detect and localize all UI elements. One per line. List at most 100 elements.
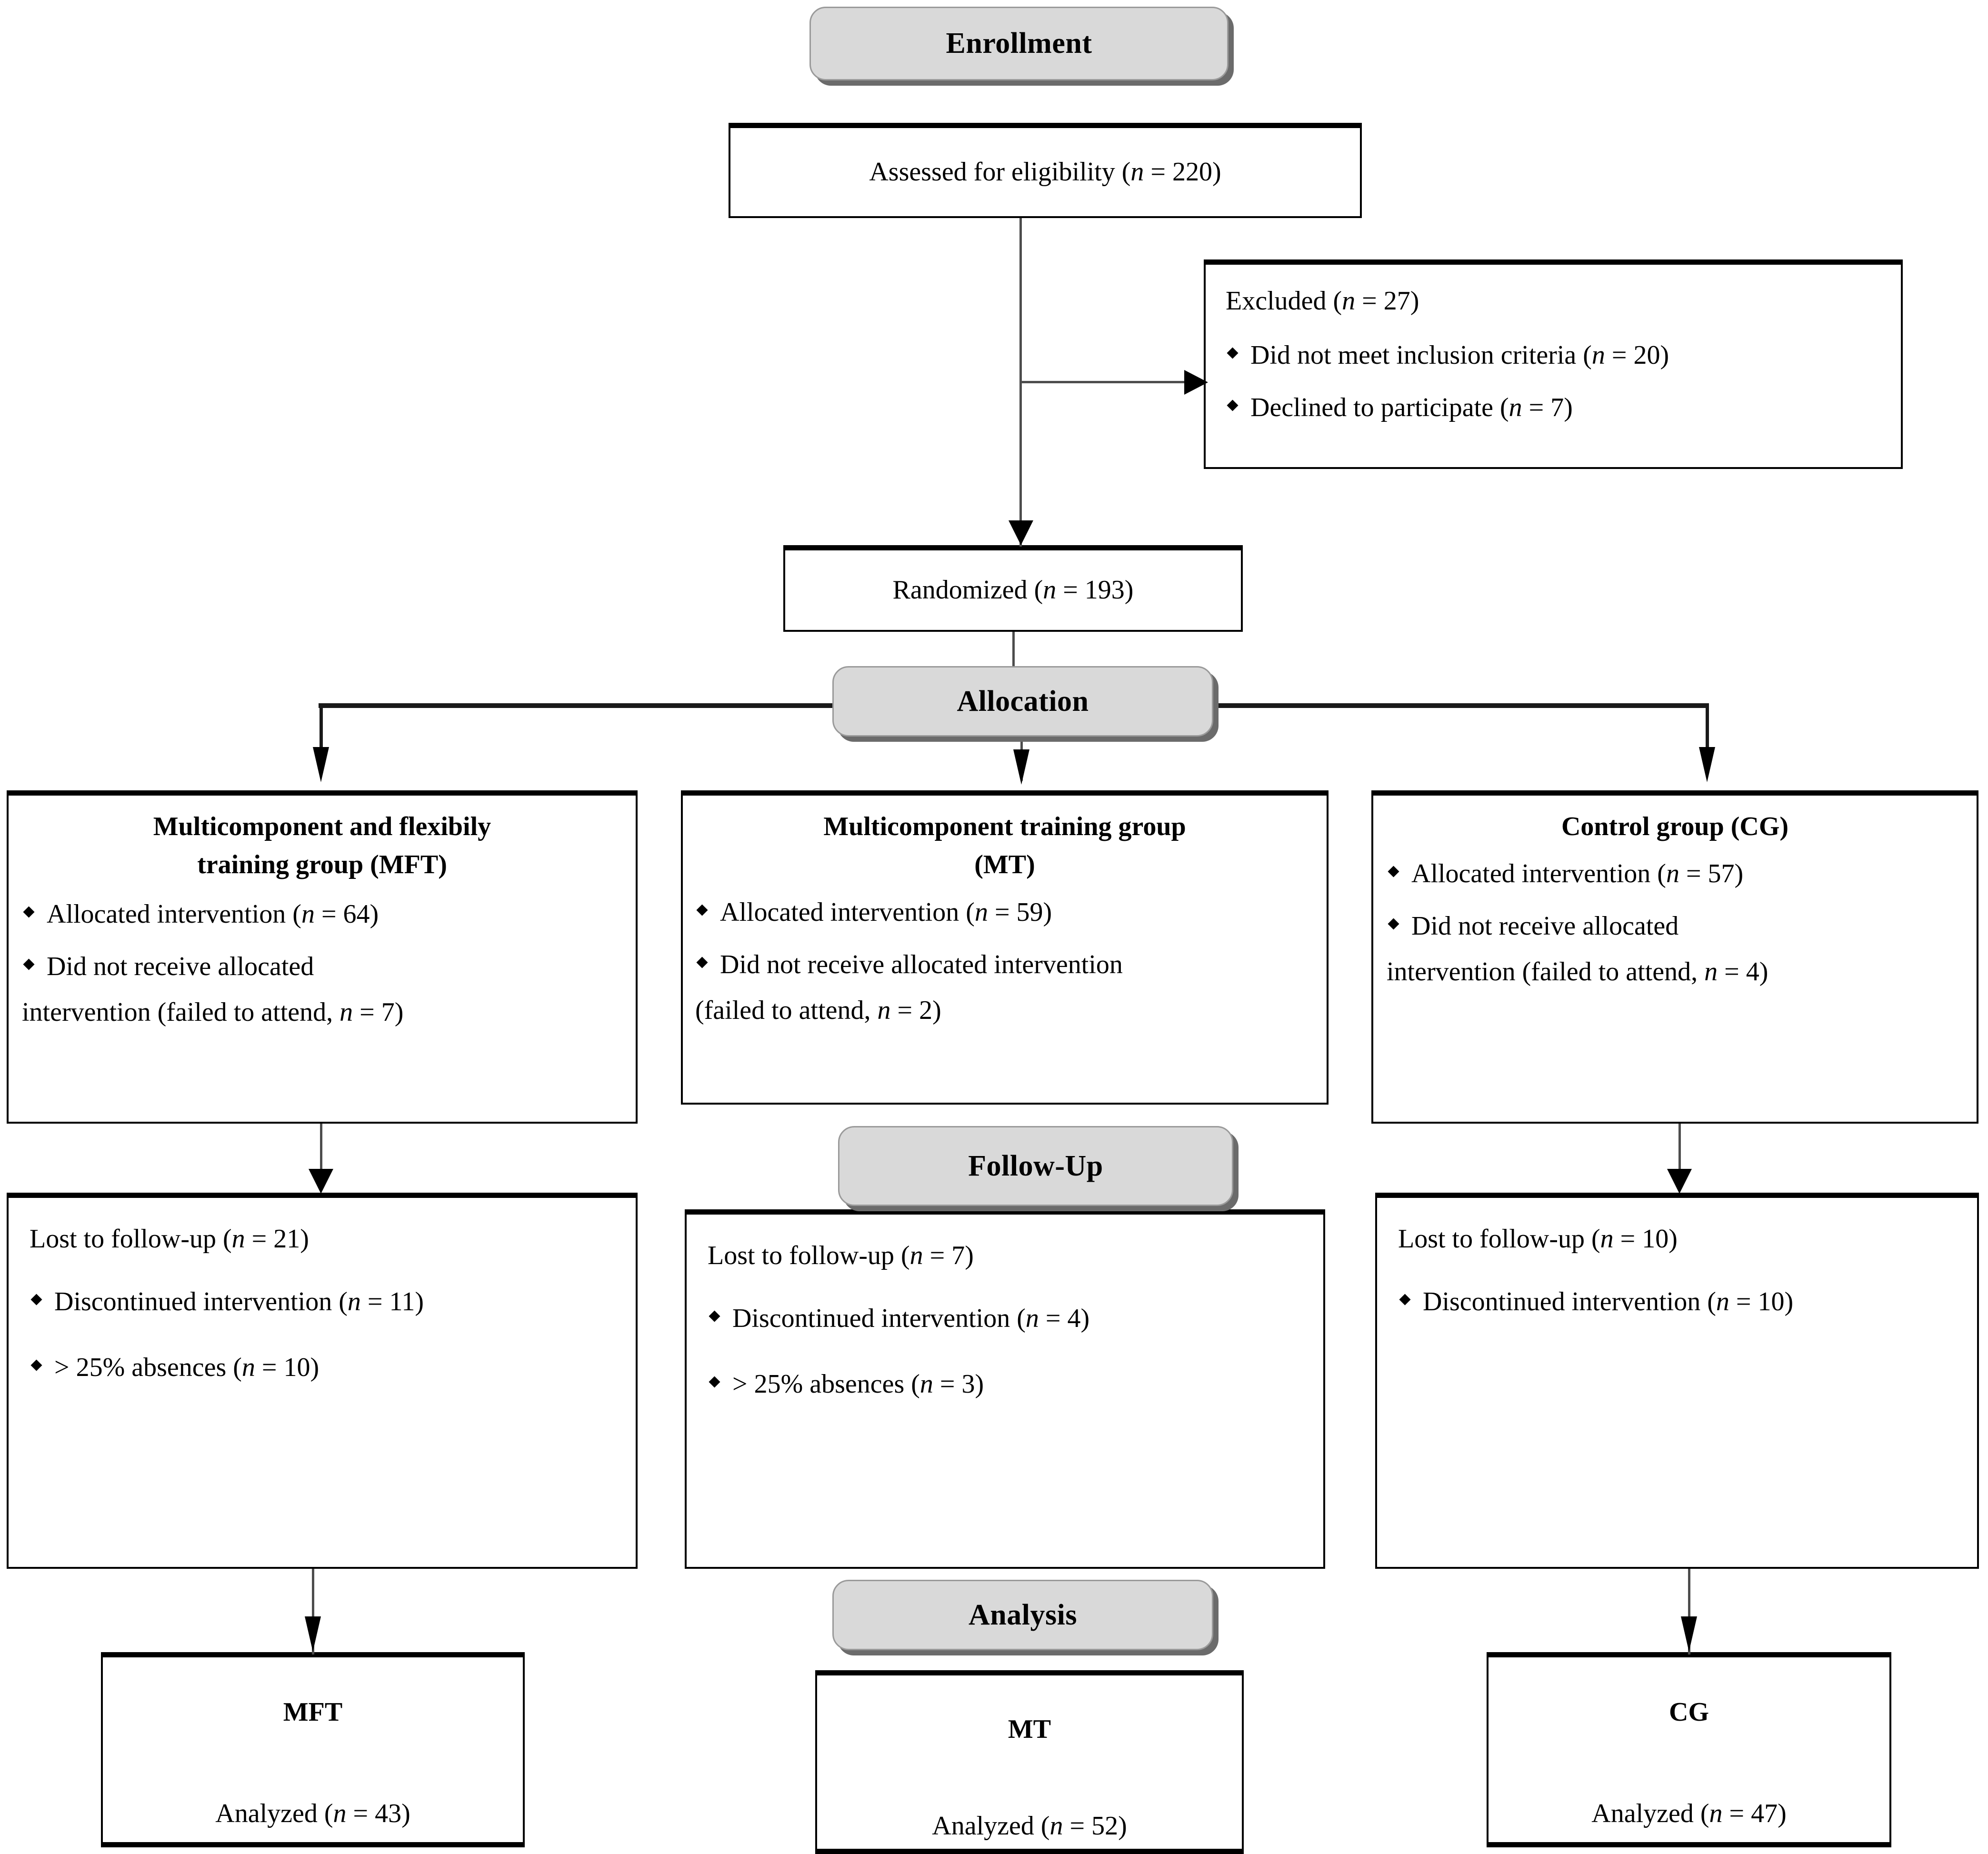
box-randomized: Randomized (n = 193)	[783, 545, 1243, 632]
italic-n: n	[340, 997, 353, 1027]
stage-label-allocation-text: Allocation	[957, 685, 1089, 718]
italic-n: n	[877, 996, 891, 1026]
connector-mft-followup-to-analysis	[312, 1569, 314, 1655]
analysis-cg-title: CG	[1669, 1697, 1709, 1727]
excluded-reason-pre: Did not meet inclusion criteria (	[1250, 340, 1592, 370]
box-allocation-mft: Multicomponent and flexibily training gr…	[7, 790, 638, 1124]
list-item: Allocated intervention (n = 57)	[1387, 854, 1963, 894]
connector-allocation-branch-left	[320, 703, 323, 760]
italic-n: n	[919, 1369, 933, 1399]
italic-n: n	[301, 899, 315, 929]
connector-allocation-branch-right	[1706, 703, 1709, 760]
box-allocation-cg: Control group (CG) Allocated interventio…	[1371, 790, 1978, 1124]
diamond-bullet-icon	[696, 957, 708, 968]
italic-n: n	[1709, 1798, 1723, 1828]
diamond-bullet-icon	[1388, 866, 1399, 877]
excluded-reason-post: = 7)	[1522, 393, 1573, 422]
list-item: Discontinued intervention (n = 11)	[30, 1282, 615, 1322]
italic-n: n	[1025, 1304, 1039, 1333]
box-followup-mt: Lost to follow-up (n = 7) Discontinued i…	[685, 1209, 1325, 1569]
excluded-reason-list: Did not meet inclusion criteria (n = 20)…	[1226, 335, 1881, 428]
allocation-mt-tail: (failed to attend, n = 2)	[695, 996, 941, 1026]
list-item: Discontinued intervention (n = 4)	[708, 1298, 1302, 1338]
diamond-bullet-icon	[1399, 1294, 1411, 1306]
arrow-allocation-middle	[1013, 749, 1029, 785]
followup-mt-list: Discontinued intervention (n = 4) > 25% …	[708, 1298, 1302, 1404]
list-item: Declined to participate (n = 7)	[1226, 388, 1881, 428]
allocation-mft-tail: intervention (failed to attend, n = 7)	[22, 997, 404, 1027]
box-analysis-mft: MFT Analyzed (n = 43)	[101, 1652, 525, 1847]
followup-cg-lead: Lost to follow-up (n = 10)	[1398, 1224, 1678, 1254]
allocation-cg-title: Control group (CG)	[1561, 812, 1789, 841]
arrow-mft-to-followup	[309, 1169, 333, 1194]
italic-n: n	[909, 1241, 923, 1270]
arrow-assessed-to-excluded	[1184, 370, 1208, 395]
italic-n: n	[1049, 1811, 1063, 1841]
arrow-assessed-to-randomized	[1009, 520, 1033, 545]
followup-mft-list: Discontinued intervention (n = 11) > 25%…	[30, 1282, 615, 1387]
box-assessed-for-eligibility: Assessed for eligibility (n = 220)	[729, 123, 1362, 218]
list-item: Did not receive allocated	[1387, 906, 1963, 946]
connector-assessed-to-excluded	[1019, 381, 1191, 383]
excluded-heading: Excluded (n = 27)	[1226, 281, 1881, 321]
excluded-reason-pre: Declined to participate (	[1250, 393, 1509, 422]
italic-n: n	[1666, 858, 1679, 888]
box-analysis-mt: MT Analyzed (n = 52)	[815, 1670, 1244, 1854]
connector-cg-alloc-to-followup	[1678, 1124, 1681, 1186]
arrow-allocation-right	[1699, 747, 1715, 782]
assessed-label: Assessed for eligibility (	[869, 157, 1131, 187]
arrow-cg-to-followup	[1667, 1169, 1692, 1194]
stage-label-analysis-text: Analysis	[969, 1598, 1077, 1631]
allocation-mft-title: Multicomponent and flexibily training gr…	[153, 812, 491, 879]
list-item: Allocated intervention (n = 64)	[22, 894, 622, 934]
assessed-count: = 220)	[1144, 157, 1221, 187]
analysis-cg-count: Analyzed (n = 47)	[1591, 1798, 1787, 1828]
randomized-post: = 193)	[1056, 575, 1134, 605]
italic-n: n	[347, 1287, 361, 1316]
excluded-heading-pre: Excluded (	[1226, 286, 1342, 316]
diamond-bullet-icon	[1388, 918, 1399, 930]
italic-n: n	[974, 897, 988, 927]
list-item: > 25% absences (n = 3)	[708, 1364, 1302, 1404]
diamond-bullet-icon	[30, 1359, 42, 1371]
followup-cg-list: Discontinued intervention (n = 10)	[1398, 1282, 1956, 1322]
followup-mft-lead: Lost to follow-up (n = 21)	[30, 1224, 309, 1254]
italic-n: n	[1716, 1287, 1729, 1316]
stage-label-enrollment: Enrollment	[809, 7, 1229, 80]
box-excluded: Excluded (n = 27) Did not meet inclusion…	[1204, 259, 1903, 469]
italic-n: n	[1130, 157, 1144, 187]
assessed-for-eligibility-text: Assessed for eligibility (n = 220)	[869, 152, 1221, 192]
allocation-cg-tail: intervention (failed to attend, n = 4)	[1387, 957, 1768, 987]
arrow-cg-to-analysis	[1681, 1616, 1697, 1652]
list-item: Allocated intervention (n = 59)	[695, 892, 1314, 932]
stage-label-followup-text: Follow-Up	[968, 1149, 1103, 1182]
diamond-bullet-icon	[696, 904, 708, 916]
stage-label-allocation: Allocation	[832, 666, 1213, 737]
analysis-mft-count: Analyzed (n = 43)	[215, 1798, 410, 1828]
stage-label-followup: Follow-Up	[838, 1126, 1233, 1206]
diamond-bullet-icon	[30, 1294, 42, 1306]
italic-n: n	[1704, 957, 1718, 987]
excluded-heading-post: = 27)	[1355, 286, 1419, 316]
allocation-cg-list: Allocated intervention (n = 57) Did not …	[1387, 854, 1963, 946]
stage-label-enrollment-text: Enrollment	[946, 27, 1092, 60]
randomized-text: Randomized (n = 193)	[893, 570, 1134, 610]
list-item: Did not meet inclusion criteria (n = 20)	[1226, 335, 1881, 375]
followup-mt-lead: Lost to follow-up (n = 7)	[708, 1241, 974, 1270]
italic-n: n	[1342, 286, 1356, 316]
italic-n: n	[1508, 393, 1522, 422]
box-followup-cg: Lost to follow-up (n = 10) Discontinued …	[1375, 1193, 1979, 1569]
stage-label-analysis: Analysis	[832, 1580, 1213, 1650]
arrow-mft-to-analysis	[305, 1616, 321, 1652]
list-item: Discontinued intervention (n = 10)	[1398, 1282, 1956, 1322]
italic-n: n	[1600, 1224, 1614, 1254]
analysis-mft-title: MFT	[283, 1697, 343, 1727]
analysis-mt-title: MT	[1008, 1714, 1051, 1744]
diamond-bullet-icon	[23, 906, 35, 918]
diamond-bullet-icon	[1227, 399, 1239, 411]
diamond-bullet-icon	[709, 1376, 720, 1388]
italic-n: n	[333, 1798, 347, 1828]
allocation-mt-list: Allocated intervention (n = 59) Did not …	[695, 892, 1314, 985]
box-followup-mft: Lost to follow-up (n = 21) Discontinued …	[7, 1193, 638, 1569]
analysis-mt-count: Analyzed (n = 52)	[932, 1811, 1127, 1841]
